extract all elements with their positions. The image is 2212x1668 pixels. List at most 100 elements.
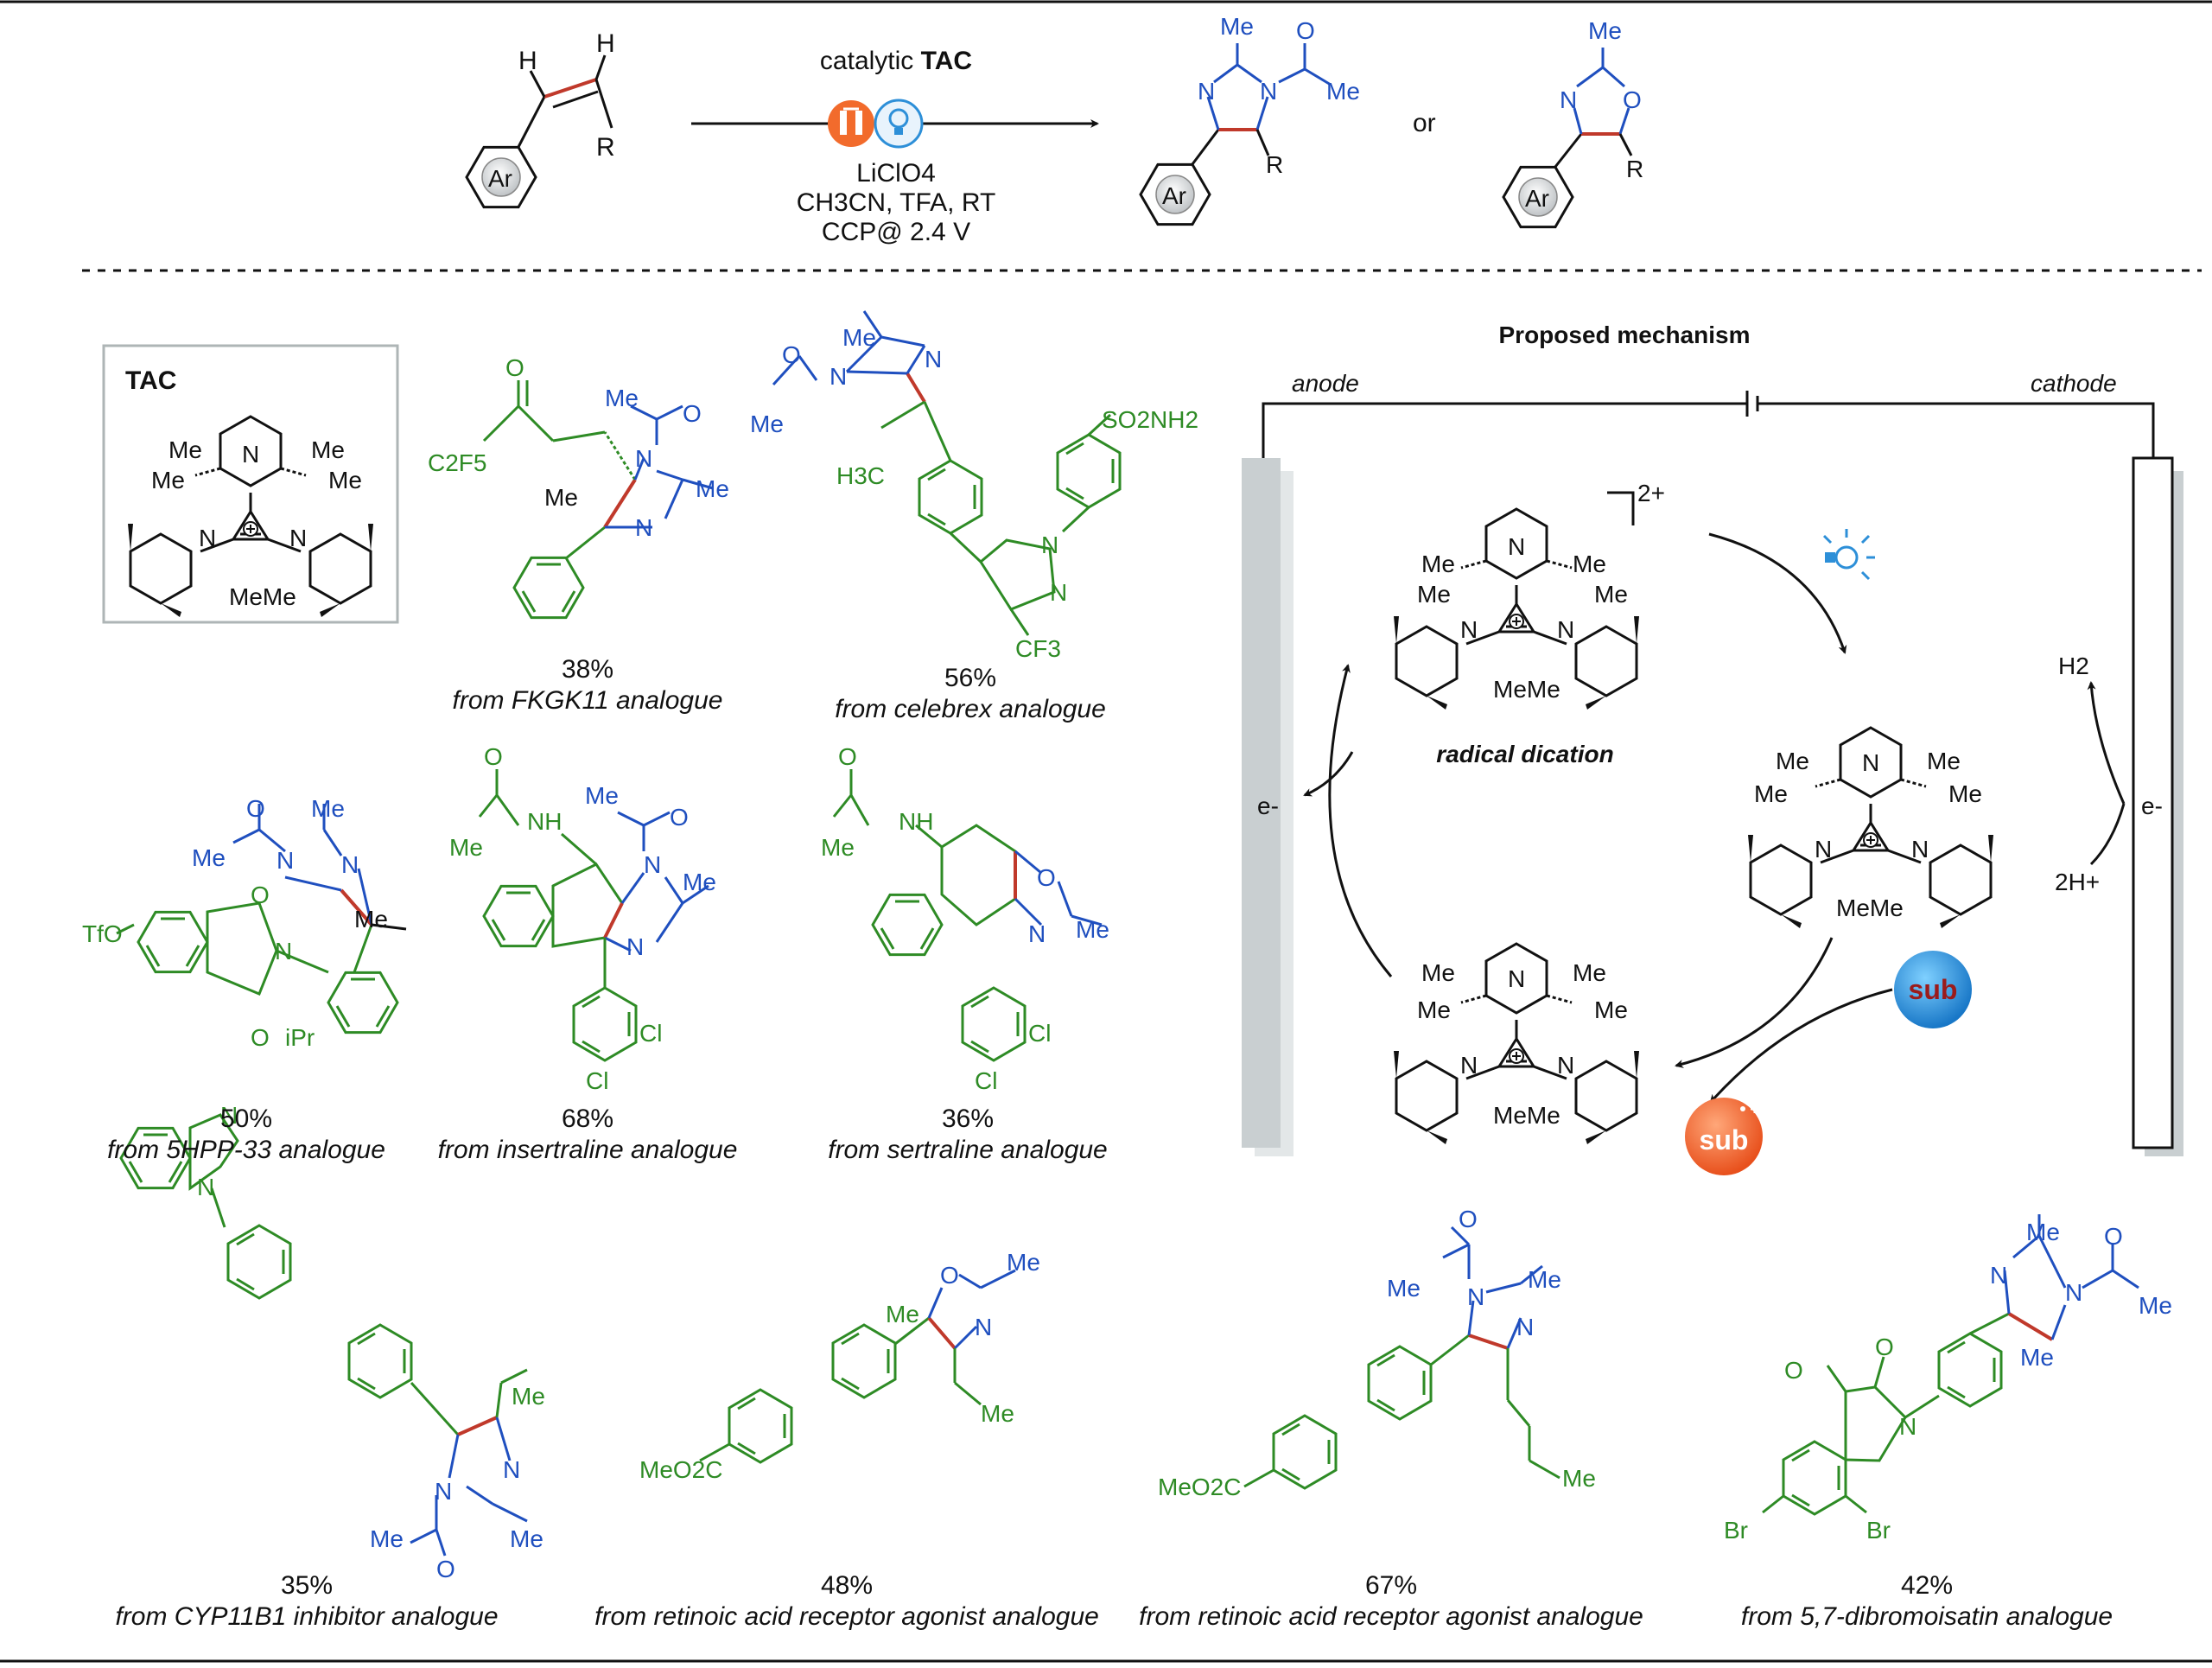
product-yield: 35% <box>280 1571 334 1600</box>
product-2-label: 56% from celebrex analogue <box>789 663 1152 725</box>
atom-me: Me <box>1594 581 1628 608</box>
atom-ar: Ar <box>488 165 512 192</box>
atom-ipr: iPr <box>285 1024 315 1051</box>
product-1-label: 38% from FKGK11 analogue <box>406 654 769 716</box>
atom-me: Me <box>168 436 202 463</box>
atom-n: N <box>1560 86 1577 113</box>
or-text: or <box>1413 109 1436 137</box>
atom-me: Me <box>1594 996 1628 1023</box>
atom-me: Me <box>328 467 362 493</box>
atom-n: N <box>1198 78 1215 105</box>
electron-left: e- <box>1257 793 1279 819</box>
atom-tfo: TfO <box>82 920 123 947</box>
atom-me: Me <box>2026 1219 2060 1245</box>
atom-me: Me <box>512 1383 545 1410</box>
atom-cl: Cl <box>639 1020 662 1047</box>
product-yield: 42% <box>1900 1571 1954 1600</box>
atom-n: N <box>276 847 294 874</box>
atom-meme: MeMe <box>1493 676 1560 703</box>
atom-me: Me <box>1421 959 1455 986</box>
atom-n: N <box>1028 920 1046 947</box>
atom-o: O <box>1623 86 1642 113</box>
atom-me: Me <box>2020 1344 2054 1371</box>
atom-o: O <box>436 1556 455 1582</box>
atom-me: Me <box>2139 1292 2172 1319</box>
atom-n: N <box>626 933 644 960</box>
radical-dication-label: radical dication <box>1436 741 1613 767</box>
product-8-label: 67% from retinoic acid receptor agonist … <box>1115 1570 1668 1633</box>
atom-h3c: H3C <box>836 462 885 489</box>
product-yield: 67% <box>1364 1571 1418 1600</box>
product-source: from FKGK11 analogue <box>452 686 723 715</box>
atom-n: N <box>1460 1052 1478 1079</box>
product-3-structure: Me O Me N N Me TfO O N O iPr <box>82 795 407 1051</box>
atom-o: O <box>505 354 524 381</box>
atom-me: Me <box>449 834 483 861</box>
light-bulb-icon <box>1822 529 1875 581</box>
atom-cl: Cl <box>586 1067 608 1094</box>
atom-me: Me <box>1573 551 1606 577</box>
atom-me: Me <box>1927 748 1961 774</box>
atom-me: Me <box>354 906 388 933</box>
arrow-electron-transfer <box>1303 751 1354 797</box>
atom-me: Me <box>605 385 639 411</box>
atom-n: N <box>1911 836 1929 863</box>
atom-me: Me <box>1326 78 1360 105</box>
product-4-structure: O Me NH Me O N Me N Cl Cl <box>449 743 716 1094</box>
product-yield: 48% <box>820 1571 874 1600</box>
atom-n: N <box>1557 616 1574 643</box>
atom-me: Me <box>842 324 876 351</box>
atom-o: O <box>1037 864 1056 891</box>
mechanism-title: Proposed mechanism <box>1499 322 1751 348</box>
atom-n: N <box>1467 1283 1484 1310</box>
atom-me: Me <box>821 834 855 861</box>
atom-o: O <box>484 743 503 770</box>
atom-n: N <box>644 851 661 878</box>
atom-n: N <box>1041 532 1058 558</box>
atom-meo2c: MeO2C <box>639 1456 722 1483</box>
conditions-line-1: CH3CN, TFA, RT <box>797 188 996 217</box>
electron-right: e- <box>2141 793 2163 819</box>
atom-me: Me <box>192 844 226 871</box>
atom-n: N <box>1815 836 1832 863</box>
product-5-label: 36% from sertraline analogue <box>795 1104 1141 1166</box>
product-6-label: 35% from CYP11B1 inhibitor analogue <box>86 1570 527 1633</box>
atom-n: N <box>242 441 259 468</box>
electrochemistry-icon <box>828 100 874 147</box>
atom-me: Me <box>1948 780 1982 807</box>
arrow-excitation <box>1708 532 1847 654</box>
product-yield: 68% <box>561 1105 614 1133</box>
product-source: from celebrex analogue <box>835 695 1106 723</box>
atom-me: Me <box>510 1525 543 1552</box>
atom-o: O <box>1875 1334 1894 1360</box>
product-source: from CYP11B1 inhibitor analogue <box>115 1602 499 1631</box>
product-yield: 50% <box>219 1105 273 1133</box>
atom-me: Me <box>1588 17 1622 44</box>
product-9-label: 42% from 5,7-dibromoisatin analogue <box>1711 1570 2143 1633</box>
product-7-structure: O Me N Me Me MeO2C <box>639 1249 1040 1483</box>
atom-nh: NH <box>527 808 562 835</box>
atom-me: Me <box>1417 996 1451 1023</box>
atom-o: O <box>1296 17 1315 44</box>
atom-n: N <box>635 514 652 541</box>
atom-me: Me <box>1220 13 1254 40</box>
atom-o: O <box>683 400 702 427</box>
atom-meo2c: MeO2C <box>1158 1474 1241 1500</box>
atom-n: N <box>1516 1314 1534 1340</box>
substrate-alkene: H H R Ar <box>465 29 615 209</box>
atom-o: O <box>1784 1357 1803 1384</box>
reagent: LiClO4 <box>856 159 936 188</box>
atom-r: R <box>1626 156 1643 182</box>
product-source: from 5,7-dibromoisatin analogue <box>1740 1602 2113 1631</box>
product-yield: 56% <box>944 664 997 692</box>
atom-n: N <box>1862 749 1879 776</box>
atom-n: N <box>1899 1413 1916 1440</box>
atom-o: O <box>1459 1206 1478 1232</box>
atom-n: N <box>635 445 652 472</box>
atom-meme: MeMe <box>229 583 296 610</box>
product-5-structure: O Me NH O N Me Cl Cl <box>821 743 1109 1094</box>
arrow-h2-evolution <box>2087 681 2126 805</box>
atom-me: Me <box>1387 1275 1421 1302</box>
atom-n: N <box>1557 1052 1574 1079</box>
